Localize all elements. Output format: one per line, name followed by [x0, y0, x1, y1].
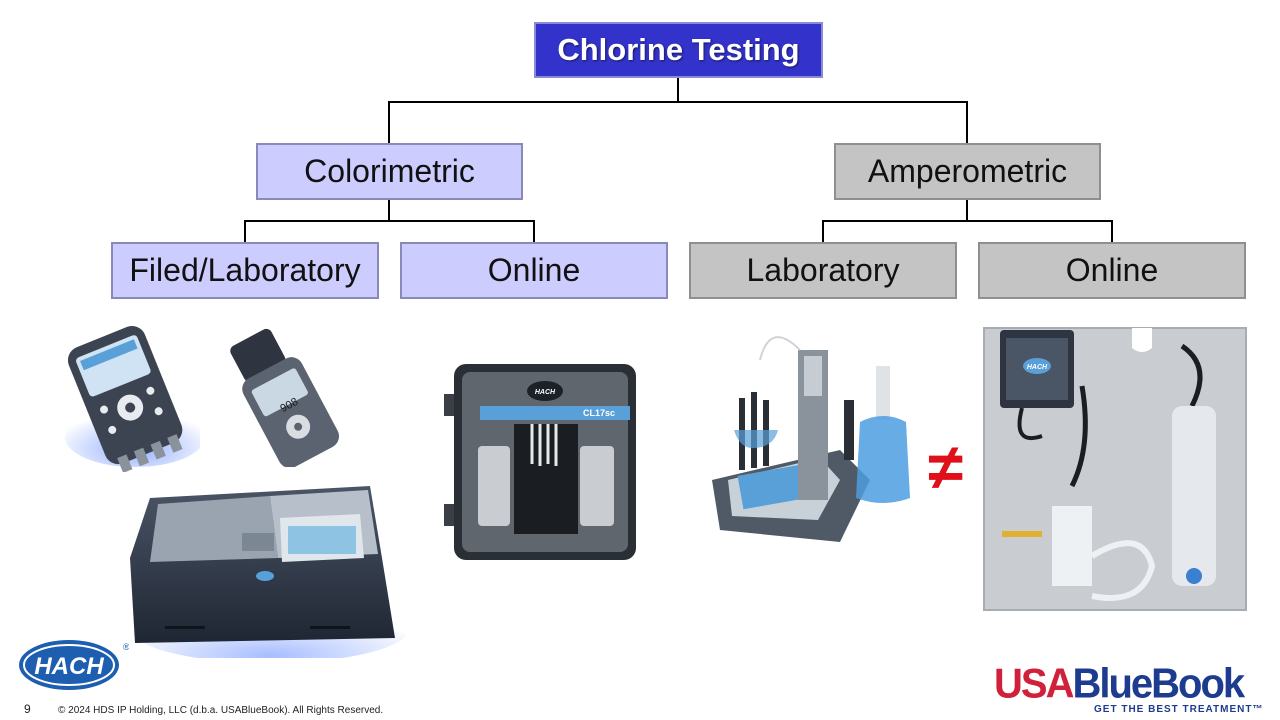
node-laboratory: Laboratory [689, 242, 957, 299]
connector-to-filed-laboratory [244, 220, 246, 243]
node-colorimetric-online-label: Online [487, 252, 581, 288]
online-colorimetric-analyzer-image: HACH CL17sc [444, 364, 636, 560]
copyright-text: © 2024 HDS IP Holding, LLC (d.b.a. USABl… [58, 705, 384, 716]
connector-root-horizontal [388, 101, 968, 103]
panel-hach-badge: HACH [1027, 364, 1048, 371]
connector-to-colorimetric-online [533, 220, 535, 243]
connector-amperometric-down [966, 200, 968, 221]
not-equal-symbol: ≠ [928, 431, 964, 503]
node-colorimetric-label: Colorimetric [304, 153, 475, 189]
connector-colorimetric-horizontal [244, 220, 535, 222]
usabluebook-logo: USABlueBook [994, 660, 1245, 708]
node-laboratory-label: Laboratory [746, 252, 900, 288]
node-colorimetric-online: Online [400, 242, 668, 299]
node-amperometric-online: Online [978, 242, 1246, 299]
analyzer-hach-badge: HACH [535, 389, 556, 396]
root-node-chlorine-testing: Chlorine Testing [534, 22, 823, 78]
usabluebook-logo-usa: USA [994, 660, 1074, 708]
hach-logo: HACH ® [19, 640, 129, 690]
connector-colorimetric-down [388, 200, 390, 221]
node-colorimetric: Colorimetric [256, 143, 523, 200]
node-amperometric: Amperometric [834, 143, 1101, 200]
amperometric-online-panel-image: HACH [983, 327, 1247, 611]
connector-to-amperometric [966, 101, 968, 144]
pocket-colorimeter-image: 908 [230, 328, 340, 467]
node-amperometric-online-label: Online [1065, 252, 1159, 288]
node-filed-laboratory: Filed/Laboratory [111, 242, 379, 299]
connector-root-down [677, 78, 679, 102]
benchtop-spectrophotometer-image [130, 486, 405, 658]
hach-registered-mark: ® [123, 642, 129, 652]
hach-logo-text: HACH [34, 653, 104, 680]
analyzer-model-label: CL17sc [583, 408, 615, 418]
usabluebook-logo-bluebook: BlueBook [1072, 660, 1245, 708]
handheld-meter-image [65, 325, 200, 472]
node-amperometric-label: Amperometric [867, 153, 1068, 189]
connector-to-colorimetric [388, 101, 390, 144]
usabluebook-tagline: GET THE BEST TREATMENT™ [1094, 704, 1264, 715]
slide-number: 9 [24, 702, 31, 716]
connector-amperometric-horizontal [822, 220, 1113, 222]
connector-to-laboratory [822, 220, 824, 243]
amperometric-titrator-image [712, 336, 910, 542]
connector-to-amperometric-online [1111, 220, 1113, 243]
root-node-label: Chlorine Testing [557, 32, 800, 67]
node-filed-laboratory-label: Filed/Laboratory [129, 252, 361, 288]
